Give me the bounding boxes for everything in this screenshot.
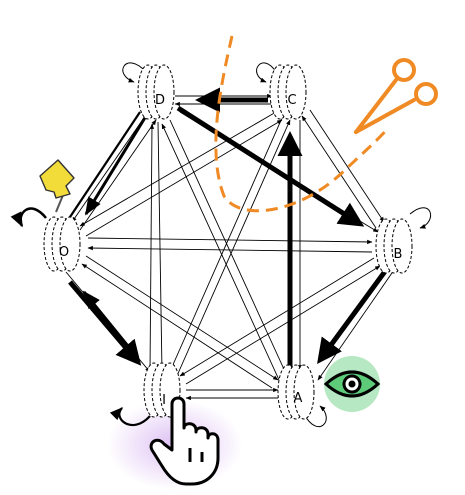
bold-edge-b-a — [317, 268, 389, 365]
bold-edge-o-i — [68, 280, 142, 366]
node-o[interactable]: O — [43, 216, 81, 272]
edge-i-b — [185, 265, 381, 385]
node-d-label: D — [155, 93, 165, 108]
self-loop-i — [109, 407, 151, 427]
edge-d-i — [157, 121, 165, 373]
node-a[interactable]: A — [277, 364, 315, 420]
edge-o-b — [87, 237, 373, 245]
self-loop-o — [10, 207, 47, 228]
node-b-label: B — [394, 247, 403, 262]
thin-edges — [65, 93, 395, 401]
node-o-label: O — [59, 245, 69, 260]
edge-c-o — [79, 111, 277, 227]
edge-b-o — [87, 245, 373, 253]
self-loops — [10, 62, 431, 428]
node-i-label: I — [162, 393, 166, 408]
node-d[interactable]: D — [137, 64, 175, 120]
edge-d-a — [169, 119, 289, 379]
bold-edge-d-b — [176, 105, 365, 227]
edge-o-a — [85, 255, 279, 381]
cut-line — [214, 35, 390, 213]
self-loop-b — [409, 207, 431, 229]
node-c[interactable]: C — [269, 64, 307, 120]
edge-i-c — [175, 119, 291, 379]
scissors-icon[interactable] — [354, 58, 438, 134]
edge-c-b — [309, 109, 385, 223]
self-loop-d — [122, 62, 147, 83]
edge-o-c — [85, 119, 283, 237]
edge-o-d — [79, 119, 157, 231]
bold-edge-o-d — [67, 111, 141, 221]
node-a-label: A — [294, 391, 303, 406]
node-c-label: C — [287, 93, 296, 108]
pushpin-icon[interactable] — [39, 159, 75, 213]
edge-i-d — [149, 123, 155, 373]
edge-b-i — [179, 257, 375, 377]
edge-c-i — [167, 117, 283, 377]
pointing-hand-icon[interactable] — [149, 396, 220, 486]
bold-edge-i-o — [82, 290, 138, 357]
bold-edge-d-o — [84, 115, 148, 216]
node-b[interactable]: B — [375, 218, 413, 274]
eye-icon[interactable] — [323, 356, 381, 412]
edge-a-o — [81, 263, 273, 389]
bold-edges — [67, 87, 389, 368]
self-loop-a — [303, 405, 327, 428]
edge-d-o — [71, 111, 149, 223]
self-loop-c — [256, 62, 277, 83]
